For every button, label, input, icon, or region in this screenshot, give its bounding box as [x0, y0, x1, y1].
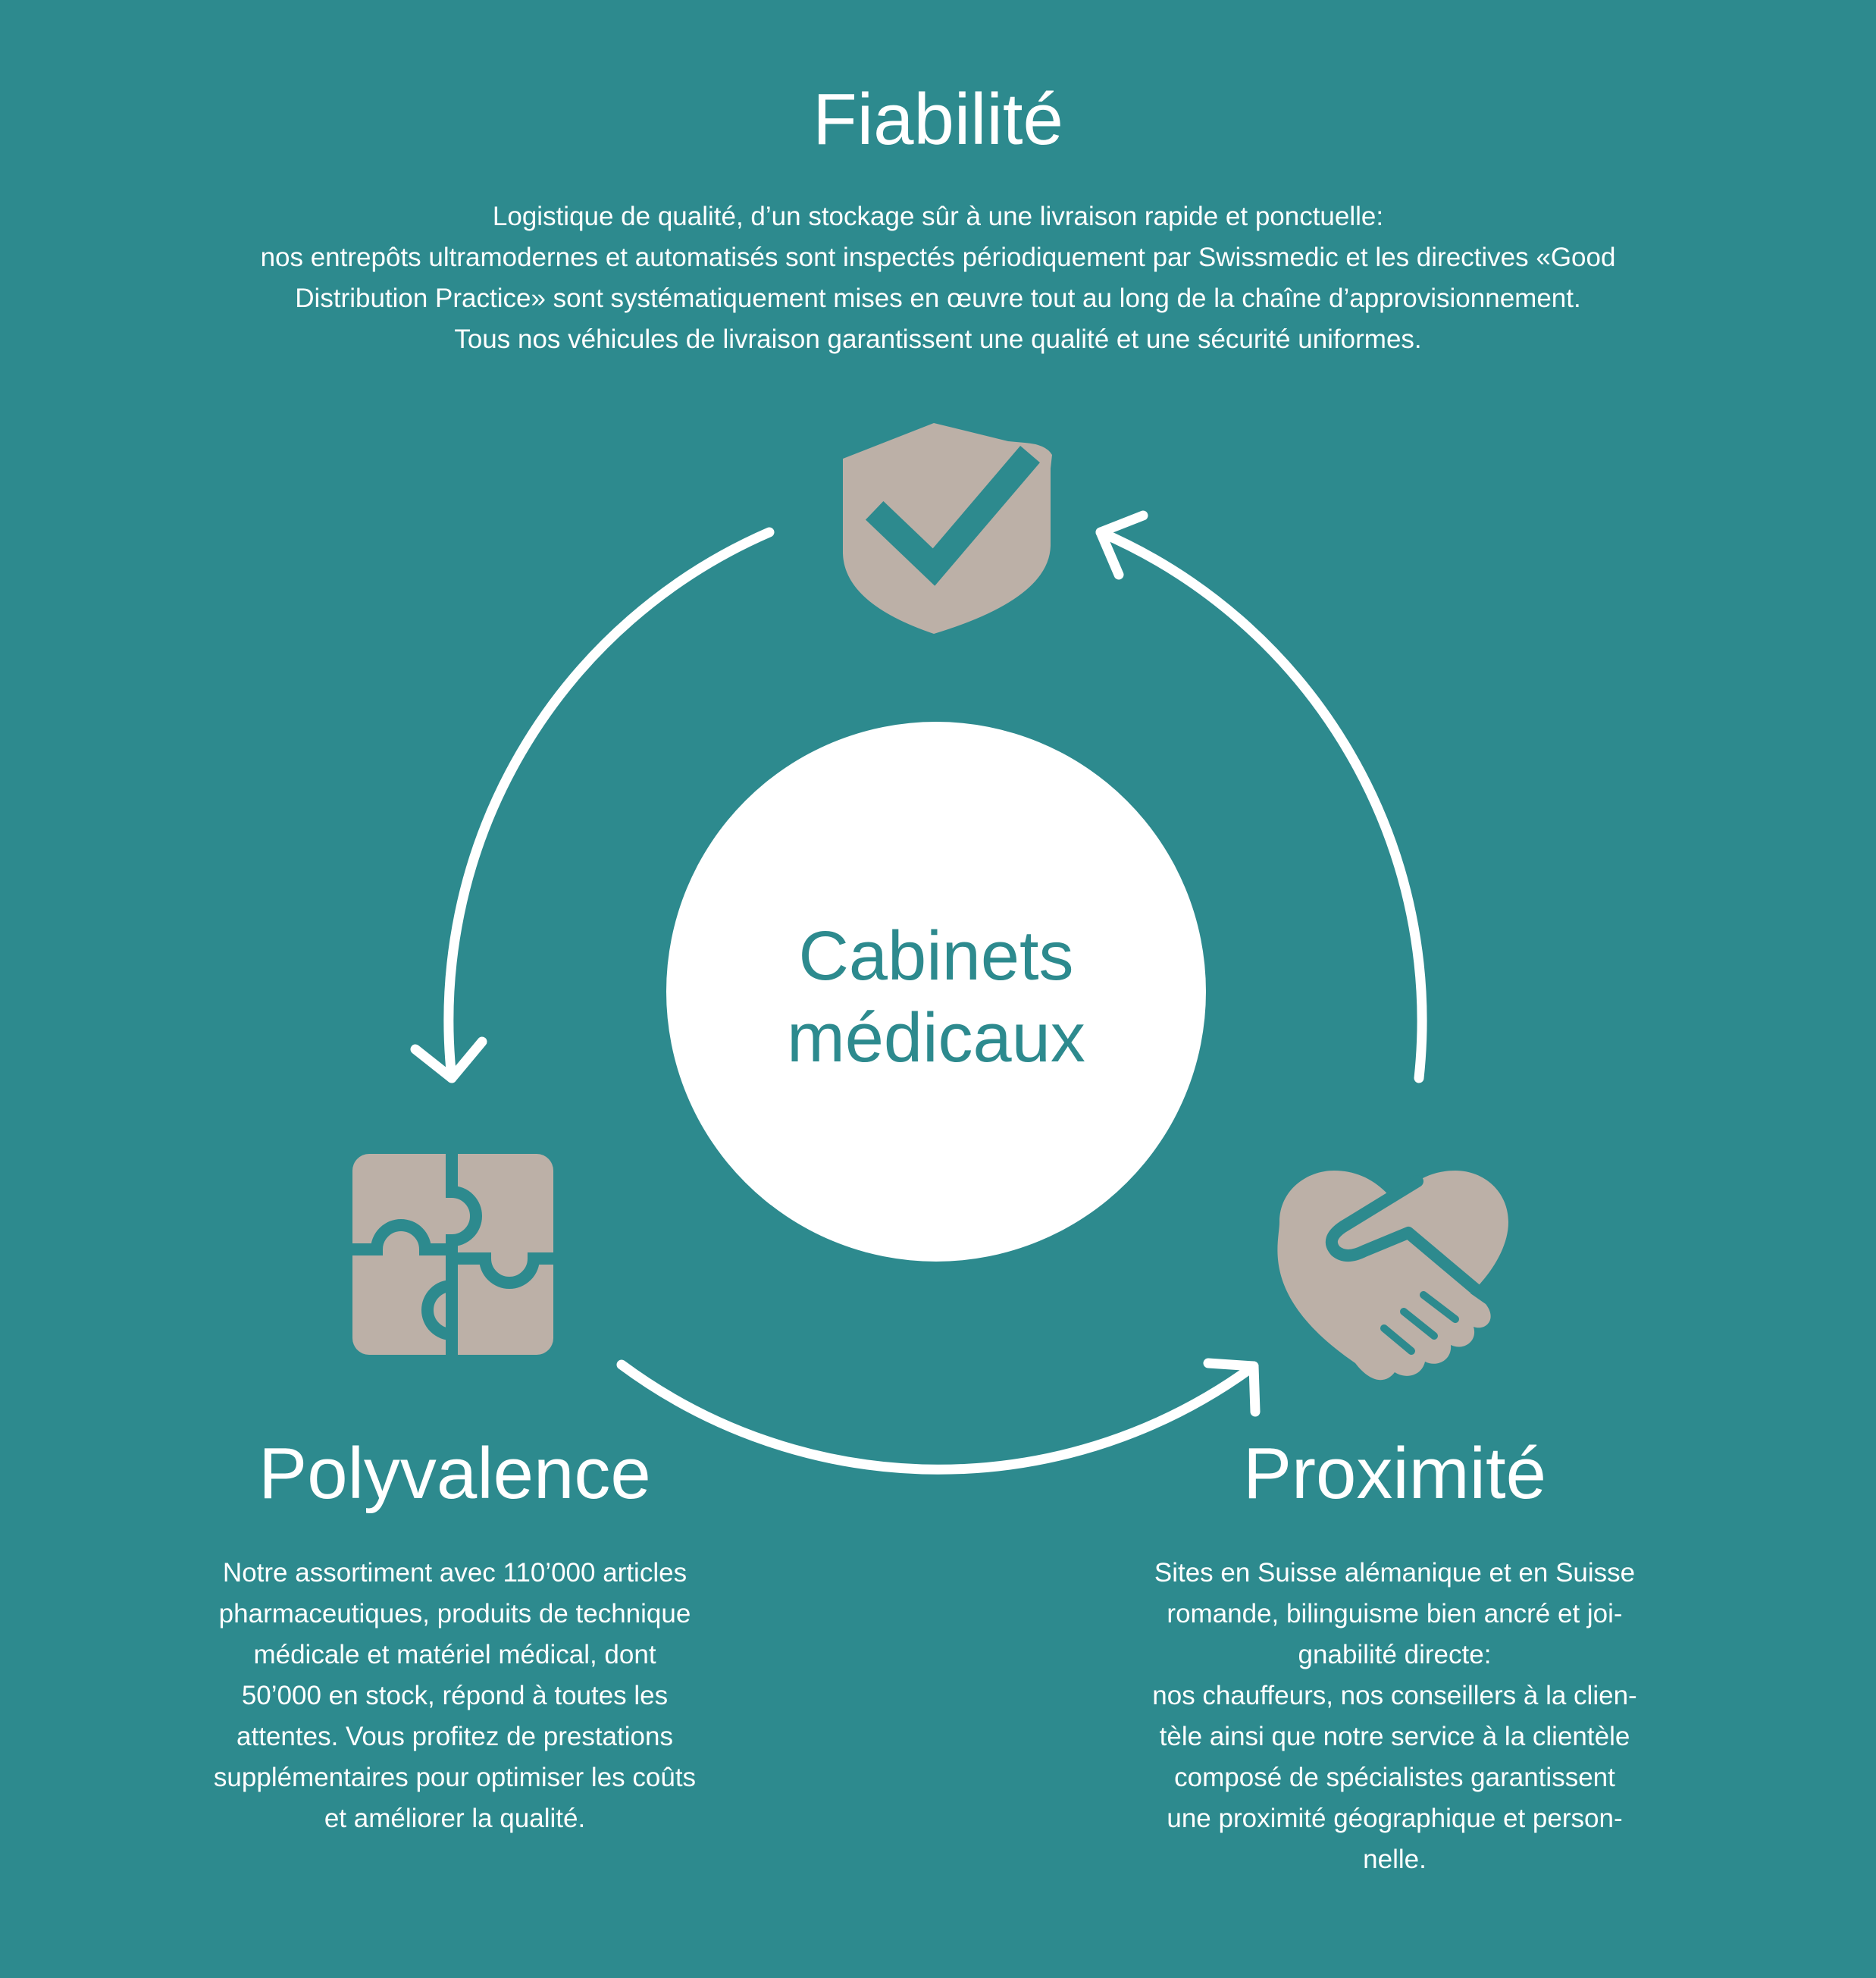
text-line: attentes. Vous profitez de prestations — [236, 1722, 673, 1751]
text-proximite: Sites en Suisse alémanique et en Suisse … — [1054, 1553, 1736, 1880]
text-line: Notre assortiment avec 110’000 articles — [222, 1558, 687, 1588]
text-line: et améliorer la qualité. — [324, 1804, 586, 1833]
text-line: Sites en Suisse alémanique et en Suisse — [1154, 1558, 1636, 1588]
text-line: Distribution Practice» sont systématique… — [295, 284, 1581, 313]
text-line: pharmaceutiques, produits de technique — [218, 1599, 691, 1628]
text-line: nelle. — [1363, 1845, 1427, 1874]
text-line: médicale et matériel médical, dont — [253, 1640, 656, 1669]
text-line: 50’000 en stock, répond à toutes les — [241, 1681, 669, 1710]
title-proximite: Proximité — [1242, 1433, 1547, 1514]
text-line: supplémentaires pour optimiser les coûts — [213, 1763, 697, 1792]
text-polyvalence: Notre assortiment avec 110’000 articles … — [129, 1553, 781, 1839]
text-line: nos entrepôts ultramodernes et automatis… — [260, 243, 1616, 272]
text-line: gnabilité directe: — [1298, 1640, 1492, 1669]
text-line: Logistique de qualité, d’un stockage sûr… — [492, 202, 1384, 231]
center-label-line2: médicaux — [787, 999, 1085, 1077]
center-label-line1: Cabinets — [798, 917, 1074, 995]
arrow-top-to-left — [410, 527, 775, 1083]
text-line: nos chauffeurs, nos conseillers à la cli… — [1152, 1681, 1637, 1710]
arrow-left-to-right — [616, 1358, 1261, 1475]
shield-check-icon — [843, 423, 1052, 634]
title-polyvalence: Polyvalence — [258, 1433, 651, 1514]
text-line: romande, bilinguisme bien ancré et joi- — [1167, 1599, 1623, 1628]
text-line: une proximité géographique et person- — [1167, 1804, 1623, 1833]
center-circle: Cabinets médicaux — [666, 722, 1206, 1262]
puzzle-icon — [352, 1154, 553, 1355]
arrow-right-to-top — [1095, 510, 1427, 1083]
text-fiabilite: Logistique de qualité, d’un stockage sûr… — [114, 196, 1762, 360]
title-fiabilite: Fiabilité — [813, 79, 1063, 160]
text-line: Tous nos véhicules de livraison garantis… — [454, 324, 1422, 354]
text-line: tèle ainsi que notre service à la client… — [1159, 1722, 1630, 1751]
text-line: composé de spécialistes garantissent — [1174, 1763, 1615, 1792]
handshake-heart-icon — [1277, 1171, 1508, 1381]
